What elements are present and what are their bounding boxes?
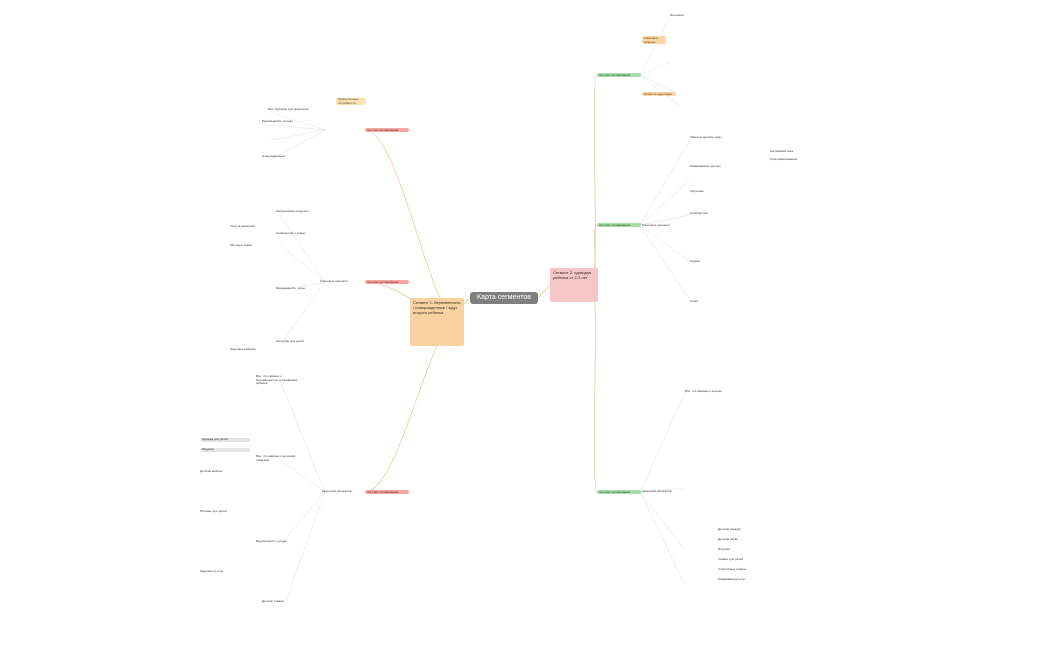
left-b1-sub-0[interactable]: Приоритетные потребности: [336, 98, 366, 106]
right-b1-sub-0[interactable]: Ключевые запросы: [642, 36, 666, 44]
left-b3-sub-7[interactable]: Питание для детей: [200, 510, 227, 513]
left-b3-sub-2[interactable]: Беременность и роды: [256, 540, 287, 543]
left-b2-sub-0[interactable]: Натуральные продукты: [276, 210, 309, 213]
left-b3-label[interactable]: Категории интересов: [322, 490, 352, 493]
right-b3-sub-3[interactable]: Игрушки: [718, 548, 730, 551]
segment-1-node[interactable]: Сегмент 1. беременность / новорожденные …: [410, 298, 464, 346]
right-b3-sub-5[interactable]: Спортивные товары: [718, 568, 747, 571]
right-b1-sub-1[interactable]: Интересы: [670, 14, 684, 17]
left-b2-sub-6[interactable]: Уход за малышом: [230, 225, 256, 228]
left-b1-sub-2[interactable]: Беременность и роды: [262, 120, 293, 123]
right-b2-sub-3[interactable]: Сообщества: [690, 212, 708, 215]
right-b3-label[interactable]: Категории интересов: [642, 490, 672, 493]
left-b3-sub-4[interactable]: Одежда для детей: [200, 438, 250, 442]
left-b2-sub-4[interactable]: Ресторан для детей: [276, 340, 304, 343]
segment-2-node[interactable]: Сегмент 2. один/два ребенка от 2-3 лет: [550, 268, 598, 302]
left-b2-label[interactable]: Ключевые ценности: [320, 280, 349, 283]
left-stage-3[interactable]: 4-я этап тестирования: [365, 490, 409, 494]
left-stage-2[interactable]: 4-я этап тестирования: [365, 280, 409, 284]
right-stage-3[interactable]: 4-я этап тестирования: [597, 490, 641, 494]
right-b2-sub-2[interactable]: Обучение: [690, 190, 704, 193]
right-b2-sub-6[interactable]: Английский язык: [770, 150, 794, 153]
left-b3-sub-0[interactable]: Все, что связано с беременностью и ожида…: [256, 375, 298, 386]
left-b2-sub-3[interactable]: Беременность, роды: [276, 287, 305, 290]
right-b2-sub-1[interactable]: Развивающие центры: [690, 165, 721, 168]
right-stage-1[interactable]: 4-я этап тестирования: [597, 73, 641, 77]
left-b3-sub-8[interactable]: Здоровье и уход: [200, 570, 224, 573]
left-b3-sub-1[interactable]: Все, что связано с детскими товарами: [256, 455, 296, 462]
right-b2-sub-5[interactable]: Спорт: [690, 300, 699, 303]
left-b3-sub-3[interactable]: Детские товары: [262, 600, 284, 603]
right-b2-sub-7[interactable]: Программирование: [770, 158, 798, 161]
right-b3-sub-4[interactable]: Товары для детей: [718, 558, 744, 561]
right-b2-label[interactable]: Ключевые ценности: [642, 224, 671, 227]
right-b3-sub-2[interactable]: Детская обувь: [718, 538, 738, 541]
right-b3-sub-0[interactable]: Все, что связано с детьми: [685, 390, 722, 393]
left-b2-sub-2[interactable]: Молодые мамы: [230, 244, 252, 247]
right-b2-sub-4[interactable]: Кружки: [690, 260, 700, 263]
right-b2-sub-0[interactable]: Частные детские сады: [690, 136, 722, 139]
left-stage-1[interactable]: 4-я этап тестирования: [365, 128, 409, 132]
right-b1-sub-2[interactable]: Поиск по аудитории: [642, 92, 676, 96]
left-b1-sub-1[interactable]: Все подборки для родителей: [268, 108, 309, 111]
left-b2-sub-1[interactable]: Сообщества о семье: [276, 232, 306, 235]
left-b3-sub-5[interactable]: Игрушки: [200, 448, 250, 452]
left-b3-sub-6[interactable]: Детская мебель: [200, 470, 223, 473]
left-b2-sub-5[interactable]: Здоровье ребенка: [230, 348, 256, 351]
right-b3-sub-1[interactable]: Детская одежда: [718, 528, 741, 531]
root-node[interactable]: Карта сегментов: [470, 292, 538, 304]
right-b3-sub-6[interactable]: Развивающие игры: [718, 578, 745, 581]
left-b1-sub-3[interactable]: Новорожденные: [262, 155, 285, 158]
right-stage-2[interactable]: 4-я этап тестирования: [597, 223, 641, 227]
